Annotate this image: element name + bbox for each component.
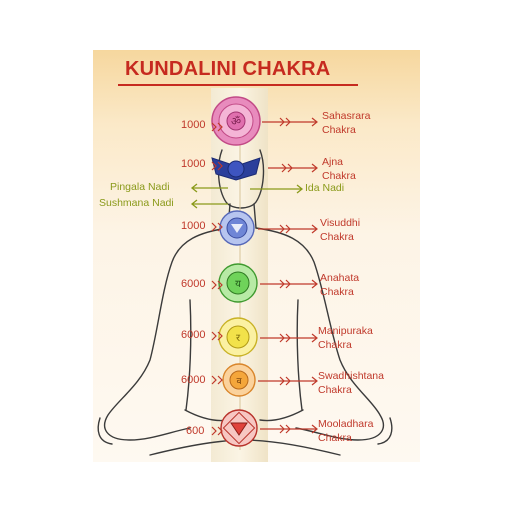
- sahasrara-chakra-symbol: [211, 96, 261, 146]
- manipuraka-petal-count: 6000: [181, 329, 206, 341]
- sahasrara-petal-count: 1000: [181, 119, 206, 131]
- sushmana-nadi-label: Sushmana Nadi: [99, 197, 174, 209]
- manipuraka-symbol-glyph: र: [236, 333, 241, 344]
- right-arrows: [258, 117, 318, 434]
- swadhishtana-petal-count: 6000: [181, 374, 206, 386]
- ajna-chakra-symbol: [211, 157, 261, 181]
- anahata-chakra-symbol: [218, 263, 258, 303]
- anahata-petal-count: 6000: [181, 278, 206, 290]
- diagram-title: KUNDALINI CHAKRA: [125, 58, 331, 80]
- nadi-arrows: [190, 183, 304, 209]
- body-outline: [97, 149, 393, 456]
- sahasrara-symbol-glyph: ॐ: [231, 115, 241, 128]
- mooladhara-petal-count: 600: [186, 425, 205, 437]
- visuddhi-chakra-symbol: [219, 210, 255, 246]
- swadhishtana-symbol-glyph: व: [236, 377, 242, 387]
- manipuraka-chakra-symbol: [218, 317, 258, 357]
- title-underline: [118, 84, 358, 86]
- visuddhi-petal-count: 1000: [181, 220, 206, 232]
- ida-nadi-label: Ida Nadi: [305, 182, 345, 194]
- anahata-symbol-glyph: य: [235, 279, 241, 290]
- ajna-petal-count: 1000: [181, 158, 206, 170]
- mooladhara-chakra-symbol: [220, 409, 258, 447]
- pingala-nadi-label: Pingala Nadi: [110, 181, 170, 193]
- left-arrows: [211, 122, 223, 436]
- swadhishtana-chakra-symbol: [222, 363, 256, 397]
